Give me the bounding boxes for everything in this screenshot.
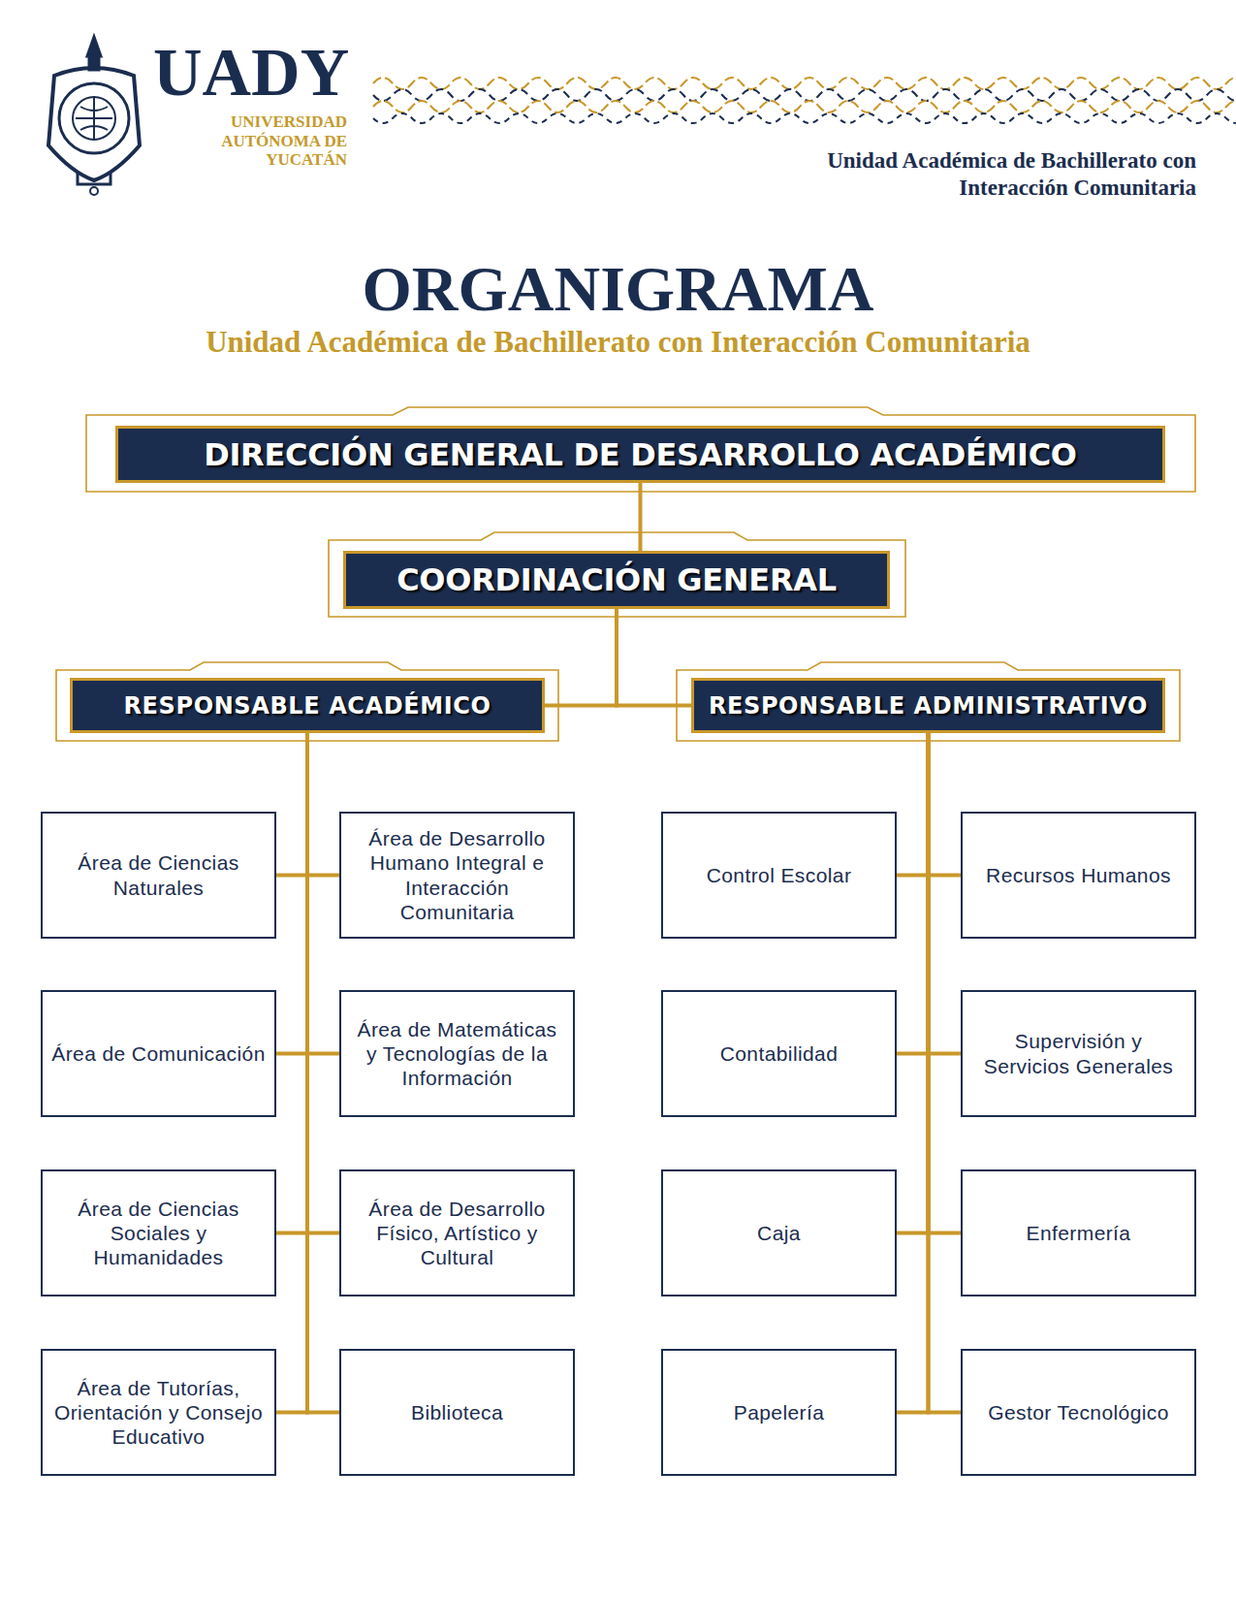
unit-box: Recursos Humanos (960, 811, 1197, 939)
org-connector (896, 732, 929, 1234)
unit-box: Área de Ciencias Sociales y Humanidades (40, 1169, 277, 1297)
unit-text: Caja (757, 1220, 801, 1245)
wave-line (373, 113, 1236, 124)
org-connector (896, 732, 929, 876)
unit-text: Control Escolar (706, 862, 853, 888)
subtitle: Unidad Académica de Bachillerato con Int… (38, 323, 1198, 360)
unit-box: Área de Matemáticas y Tecnologías de la … (339, 989, 575, 1117)
page-title: ORGANIGRAMA (38, 253, 1198, 325)
wave-line (373, 100, 1236, 113)
unit-text: Área de Tutorías, Orientación y Consejo … (50, 1375, 267, 1450)
unit-text: Recursos Humanos (985, 862, 1172, 888)
header-text: RESPONSABLE ACADÉMICO (124, 692, 492, 720)
org-connector (928, 732, 962, 1413)
org-connector (307, 732, 340, 1054)
org-connector (896, 732, 929, 1054)
org-connector (638, 482, 643, 551)
org-connector (276, 732, 308, 1413)
unit-text: Papelería (733, 1399, 825, 1425)
header-box: COORDINACIÓN GENERAL (343, 550, 890, 609)
unit-box: Área de Tutorías, Orientación y Consejo … (40, 1348, 277, 1476)
university-name: UNIVERSIDAD AUTÓNOMA DE YUCATÁN (174, 112, 348, 170)
unit-text: Área de Desarrollo Humano Integral e Int… (348, 825, 566, 924)
unit-text: Área de Desarrollo Físico, Artístico y C… (348, 1196, 566, 1270)
org-connector (307, 732, 340, 1234)
unit-text: Enfermería (1026, 1220, 1132, 1245)
unit-box: Área de Comunicación (40, 989, 277, 1117)
wave-ornament (373, 77, 1236, 124)
brand-name: UADY (153, 38, 352, 107)
org-connector (928, 732, 962, 1054)
unit-box: Caja (661, 1169, 897, 1297)
unit-text: Biblioteca (411, 1399, 504, 1425)
header-text: DIRECCIÓN GENERAL DE DESARROLLO ACADÉMIC… (203, 436, 1078, 474)
unit-box: Área de Desarrollo Físico, Artístico y C… (339, 1169, 575, 1297)
unit-box: Área de Desarrollo Humano Integral e Int… (339, 811, 575, 939)
unit-text: Área de Ciencias Naturales (50, 850, 267, 899)
unit-header: Unidad Académica de Bachillerato con Int… (736, 147, 1197, 201)
unit-text: Gestor Tecnológico (987, 1399, 1170, 1425)
university-seal (48, 36, 140, 195)
unit-box: Contabilidad (661, 989, 897, 1117)
org-connector (276, 732, 308, 876)
org-connector (616, 608, 692, 706)
org-connector (544, 608, 617, 706)
header-box: RESPONSABLE ACADÉMICO (69, 677, 545, 733)
org-connector (928, 732, 962, 1234)
unit-box: Enfermería (960, 1169, 1197, 1297)
unit-box: Área de Ciencias Naturales (40, 811, 277, 939)
unit-text: Área de Comunicación (51, 1041, 265, 1066)
unit-box: Biblioteca (339, 1348, 575, 1476)
unit-box: Gestor Tecnológico (960, 1348, 1197, 1476)
org-connector (928, 732, 962, 876)
unit-box: Control Escolar (661, 811, 897, 939)
unit-text: Supervisión y Servicios Generales (970, 1028, 1187, 1078)
wave-line (373, 77, 1236, 90)
org-connector (276, 732, 308, 1234)
org-connector (307, 732, 340, 876)
org-connector (276, 732, 308, 1054)
wave-line (373, 89, 1236, 101)
unit-box: Supervisión y Servicios Generales (960, 989, 1197, 1117)
unit-text: Área de Matemáticas y Tecnologías de la … (348, 1016, 566, 1091)
unit-text: Área de Ciencias Sociales y Humanidades (50, 1196, 267, 1270)
unit-text: Contabilidad (720, 1041, 839, 1066)
unit-box: Papelería (661, 1348, 897, 1476)
header-text: RESPONSABLE ADMINISTRATIVO (708, 692, 1148, 720)
org-connector (896, 732, 929, 1413)
org-connector (307, 732, 340, 1413)
header-text: COORDINACIÓN GENERAL (396, 561, 837, 599)
header-box: DIRECCIÓN GENERAL DE DESARROLLO ACADÉMIC… (115, 425, 1166, 483)
frame-outlines (56, 407, 1196, 741)
header-box: RESPONSABLE ADMINISTRATIVO (691, 677, 1166, 733)
